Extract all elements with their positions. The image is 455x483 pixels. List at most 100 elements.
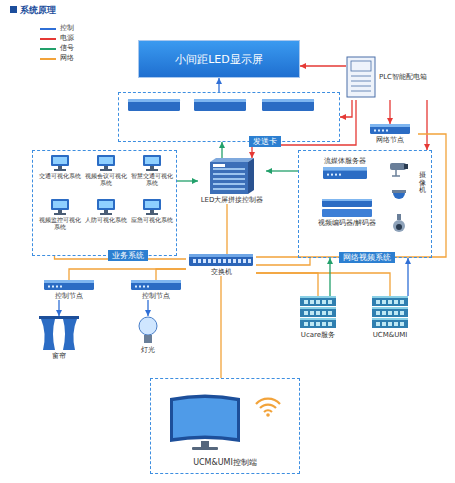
vertical-label: 摄像机 [419, 172, 426, 195]
device-icon [189, 254, 253, 266]
group-box: 网络视频系统流媒体服务器视频编码器/解码器 [298, 150, 432, 258]
legend-row: 网络 [40, 54, 74, 63]
device-label: Ucare服务 [301, 331, 335, 339]
device-icon [142, 199, 162, 215]
screen-title: 小间距LED显示屏 [175, 52, 263, 67]
device-node: 网络节点 [362, 124, 418, 144]
connector [340, 100, 352, 117]
device-icon [370, 124, 410, 134]
device-label: LED大屏拼接控制器 [201, 196, 264, 204]
legend-swatch [40, 28, 56, 30]
device-label-text: 交换机 [211, 268, 232, 276]
connector [407, 258, 408, 296]
device-node: 应急可视化系统 [131, 199, 173, 224]
device-label: 灯光 [141, 346, 155, 354]
led-screen: 小间距LED显示屏 [138, 40, 300, 78]
device-node: 视频编码器/解码器 [307, 199, 387, 227]
device-label: 控制节点 [142, 292, 170, 300]
device-label-text: 网络节点 [376, 136, 404, 144]
device-label: 应急可视化系统 [131, 217, 173, 224]
group-box: 发送卡 [118, 92, 340, 142]
monitor-wifi-illustration [170, 395, 280, 451]
device-label-text: 控制节点 [55, 292, 83, 300]
device-icon [50, 199, 70, 215]
device-node: Ucare服务 [288, 296, 348, 339]
group-box: UCM&UMI控制端 [150, 378, 300, 474]
device-label-text: 窗帘 [52, 352, 66, 360]
device-label: 窗帘 [52, 352, 66, 360]
group-box: 业务系统交通可视化系统视频会议可视化系统智慧交通可视化系统视频监控可视化系统人防… [32, 150, 177, 256]
connector [58, 300, 59, 316]
device-label: 智慧交通可视化系统 [131, 173, 173, 187]
device-label: 网络节点 [376, 136, 404, 144]
device-icon [210, 158, 254, 194]
device-label-text: UCM&UMI [373, 331, 408, 339]
connector [256, 258, 310, 265]
device-label: 视频会议可视化系统 [85, 173, 127, 187]
device-icon [44, 280, 94, 290]
device-label: 视频编码器/解码器 [318, 219, 376, 227]
device-label-text: 视频监控可视化系统 [39, 217, 81, 231]
group-tag: 发送卡 [249, 136, 281, 147]
device-icon [142, 155, 162, 171]
device-node: 控制节点 [124, 280, 188, 300]
device-icon [298, 296, 338, 329]
device-node: 交换机 [186, 254, 256, 276]
device-icon [346, 56, 376, 98]
device-label-text: PLC智能配电箱 [379, 73, 427, 81]
connector [220, 276, 221, 378]
legend-text: 网络 [60, 54, 74, 63]
device-label-text: 智慧交通可视化系统 [131, 173, 173, 187]
legend-swatch [40, 38, 56, 40]
device-label: UCM&UMI [373, 331, 408, 339]
device-label-text: 视频会议可视化系统 [85, 173, 127, 187]
connector [177, 180, 198, 181]
connector [256, 134, 446, 257]
sending-card-units [128, 99, 314, 111]
device-node: UCM&UMI [362, 296, 418, 339]
device-label: PLC智能配电箱 [379, 73, 427, 81]
connector [226, 204, 227, 254]
device-node: LED大屏拼接控制器 [198, 158, 266, 204]
legend-row: 控制 [40, 24, 74, 33]
device-icon [96, 199, 116, 215]
connector [256, 273, 318, 296]
device-icon [39, 316, 79, 350]
device-label-text: LED大屏拼接控制器 [201, 196, 264, 204]
device-label-text: 灯光 [141, 346, 155, 354]
device-node: 智慧交通可视化系统 [131, 155, 173, 187]
device-icon [370, 296, 410, 329]
legend-text: 控制 [60, 24, 74, 33]
device-label-text: 人防可视化系统 [85, 217, 127, 224]
connector [156, 269, 186, 280]
device-node: 交通可视化系统 [39, 155, 81, 180]
connector [69, 269, 186, 280]
legend-text: 信号 [60, 44, 74, 53]
device-label: 人防可视化系统 [85, 217, 127, 224]
connector [221, 142, 222, 158]
device-label-text: 控制节点 [142, 292, 170, 300]
device-label-text: 交通可视化系统 [39, 173, 81, 180]
device-icon [50, 155, 70, 171]
device-node: PLC智能配电箱 [346, 54, 440, 100]
device-label: 控制节点 [55, 292, 83, 300]
device-label: 交通可视化系统 [39, 173, 81, 180]
legend-swatch [40, 48, 56, 50]
connector [218, 78, 219, 92]
connector [426, 100, 427, 150]
device-node: 视频会议可视化系统 [85, 155, 127, 187]
device-icon [322, 199, 372, 217]
device-icon [137, 316, 159, 344]
device-node: 人防可视化系统 [85, 199, 127, 224]
device-node: 控制节点 [34, 280, 104, 300]
legend-text: 电源 [60, 34, 74, 43]
device-label-text: 视频编码器/解码器 [318, 219, 376, 227]
connector [300, 65, 346, 66]
connector [389, 100, 390, 124]
legend-row: 信号 [40, 44, 74, 53]
legend-swatch [40, 58, 56, 60]
device-label: 交换机 [211, 268, 232, 276]
device-label-text: 应急可视化系统 [131, 217, 173, 224]
diagram-title: 系统原理 [20, 4, 56, 17]
